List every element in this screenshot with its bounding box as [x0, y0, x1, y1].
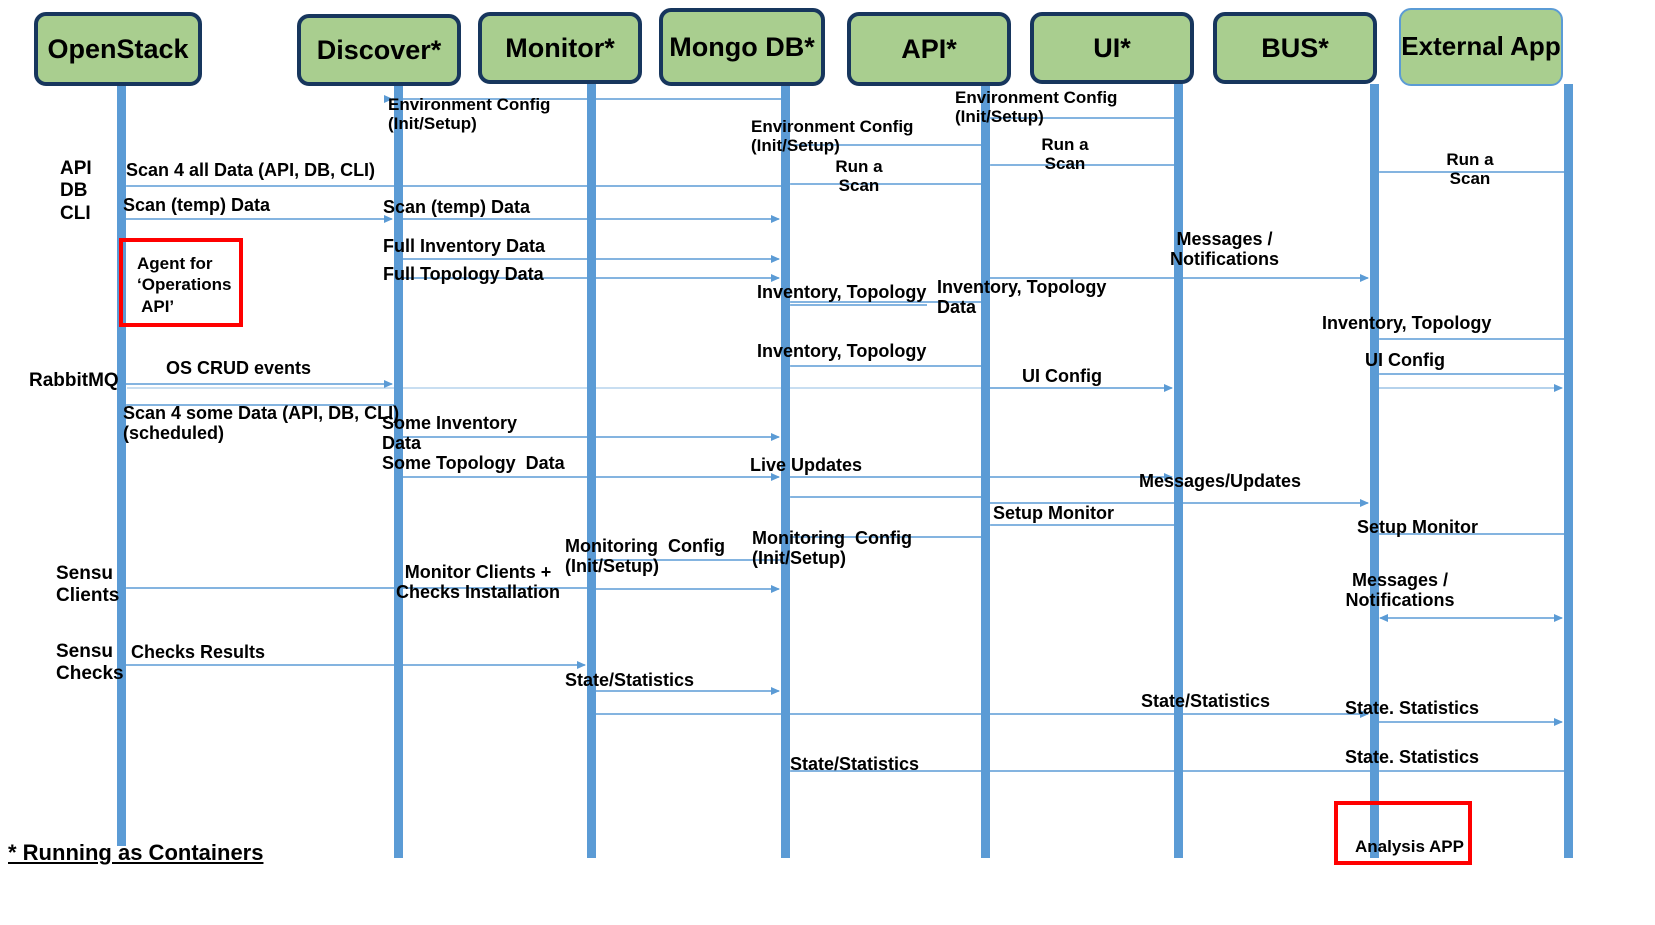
participant-ui[interactable]: UI*: [1030, 12, 1194, 84]
message-label-m19: OS CRUD events: [166, 358, 312, 378]
lifeline-mongodb: [781, 84, 790, 858]
side-label-sensu-checks: Sensu Checks: [56, 641, 124, 685]
message-label-m29: Monitor Clients + Checks Installation: [395, 562, 561, 603]
lifeline-ui: [1174, 84, 1183, 858]
message-label-m20: Scan 4 some Data (API, DB, CLI) (schedul…: [123, 403, 400, 444]
lifeline-openstack: [117, 82, 126, 846]
message-label-m09: Scan (temp) Data: [383, 197, 531, 217]
lifeline-api: [981, 84, 990, 858]
callout-agent-operations-api[interactable]: Agent for ‘Operations API’: [119, 238, 243, 327]
message-label-m04: Run a Scan: [1041, 135, 1089, 174]
lifeline-externalapp: [1564, 84, 1573, 858]
message-label-m31: Checks Results: [131, 642, 266, 662]
message-label-m12: Messages / Notifications: [1169, 229, 1279, 270]
message-label-m35: State/Statistics: [790, 754, 920, 774]
message-label-m34: State. Statistics: [1345, 698, 1480, 718]
message-label-m23: Live Updates: [750, 455, 863, 475]
side-label-sensu-clients: Sensu Clients: [56, 563, 120, 607]
lifeline-bus: [1370, 84, 1379, 858]
footnote-running-as-containers: * Running as Containers: [8, 840, 264, 865]
message-label-m06: Run a Scan: [1446, 150, 1494, 189]
message-label-m11: Full Topology Data: [383, 264, 544, 284]
lifeline-discover: [394, 84, 403, 858]
participant-mongodb[interactable]: Mongo DB*: [659, 8, 825, 86]
participant-api[interactable]: API*: [847, 12, 1011, 86]
message-label-m14: Inventory, Topology: [757, 282, 927, 302]
message-label-m30: Messages / Notifications: [1345, 570, 1455, 611]
message-label-m27: Monitoring Config (Init/Setup): [565, 536, 725, 577]
message-label-m01: Environment Config (Init/Setup): [388, 95, 551, 134]
message-label-m13: Inventory, Topology Data: [937, 277, 1107, 318]
participant-discover[interactable]: Discover*: [297, 14, 461, 86]
participant-openstack[interactable]: OpenStack: [34, 12, 202, 86]
message-label-m36: State. Statistics: [1345, 747, 1480, 767]
message-label-m15: Inventory, Topology: [1322, 313, 1492, 333]
callout-agent-operations-api-label: Agent for ‘Operations API’: [137, 254, 232, 316]
message-label-m10: Full Inventory Data: [383, 236, 546, 256]
lifeline-monitor: [587, 84, 596, 858]
callout-analysis-app-label: Analysis APP: [1355, 837, 1464, 856]
callout-analysis-app[interactable]: Analysis APP: [1334, 801, 1472, 865]
participant-bus[interactable]: BUS*: [1213, 12, 1377, 84]
message-label-m16: Inventory, Topology: [757, 341, 927, 361]
message-label-m17: UI Config: [1365, 350, 1445, 370]
participant-monitor[interactable]: Monitor*: [478, 12, 642, 84]
participant-externalapp[interactable]: External App: [1399, 8, 1563, 86]
message-label-m24: Messages/Updates: [1139, 471, 1302, 491]
message-label-m18: UI Config: [1022, 366, 1102, 386]
message-label-m26: Setup Monitor: [1357, 517, 1478, 537]
side-label-rabbitmq: RabbitMQ: [29, 370, 119, 391]
message-label-m25: Setup Monitor: [993, 503, 1114, 523]
message-label-m03: Environment Config (Init/Setup): [751, 117, 914, 156]
message-label-m28: Monitoring Config (Init/Setup): [752, 528, 912, 569]
message-label-m05: Run a Scan: [835, 157, 883, 196]
message-label-m33: State/Statistics: [1141, 691, 1271, 711]
message-label-m21: Some Inventory Data: [382, 413, 518, 454]
message-label-m22: Some Topology Data: [382, 453, 565, 473]
side-label-api-db-cli: API DB CLI: [60, 158, 92, 224]
message-label-m32: State/Statistics: [565, 670, 695, 690]
message-label-m08: Scan (temp) Data: [123, 195, 271, 215]
message-label-m02: Environment Config (Init/Setup): [955, 88, 1118, 127]
message-label-m07: Scan 4 all Data (API, DB, CLI): [126, 160, 376, 180]
